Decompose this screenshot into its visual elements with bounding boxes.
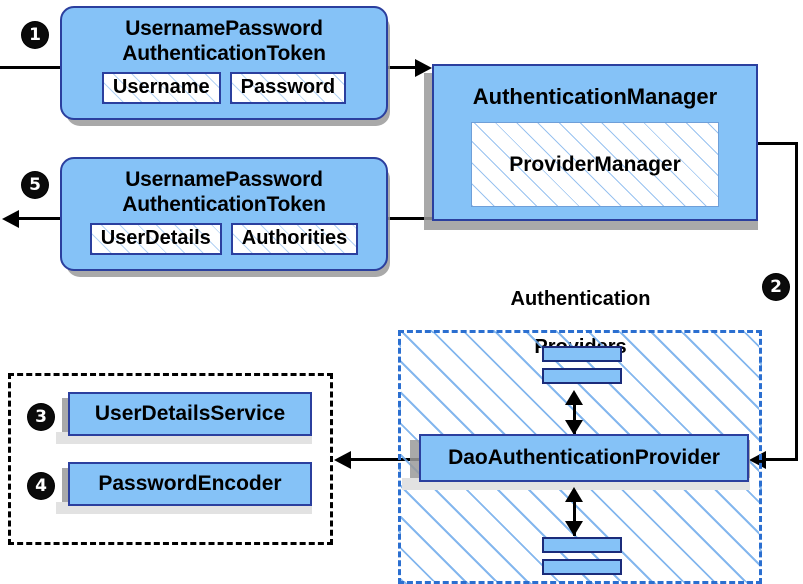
connector-manager-right [758, 142, 798, 145]
connector-outgoing-response [14, 217, 68, 220]
response-token-title: UsernamePassword AuthenticationToken [122, 167, 326, 217]
arrowhead-token-to-manager [415, 58, 432, 77]
step-bullet-1: 1 [22, 22, 48, 48]
dao-authentication-provider-label: DaoAuthenticationProvider [448, 446, 720, 469]
field-authorities: Authorities [230, 223, 359, 255]
connector-dao-to-support-beans [350, 458, 422, 461]
provider-manager-label: ProviderManager [509, 152, 681, 176]
password-encoder[interactable]: PasswordEncoder [68, 462, 312, 506]
request-token-title-line1: UsernamePassword [125, 17, 323, 40]
response-token-title-line2: AuthenticationToken [122, 193, 326, 216]
field-username: Username [101, 72, 221, 104]
provider-bar-top-2[interactable] [542, 368, 622, 384]
response-token[interactable]: UsernamePassword AuthenticationToken Use… [60, 157, 388, 271]
field-password: Password [229, 72, 347, 104]
provider-bar-top-1[interactable] [542, 346, 622, 362]
response-token-title-line1: UsernamePassword [125, 168, 323, 191]
request-token-title-line2: AuthenticationToken [122, 42, 326, 65]
connector-incoming-request [0, 66, 66, 69]
connector-manager-to-response-token [388, 217, 434, 220]
arrowhead-dao-to-support-beans [334, 450, 351, 469]
request-token[interactable]: UsernamePassword AuthenticationToken Use… [60, 6, 388, 120]
arrowhead-provider-bottom-down [565, 521, 583, 536]
field-user-details: UserDetails [89, 223, 222, 255]
step-bullet-3: 3 [28, 404, 54, 430]
step-bullet-2: 2 [763, 274, 789, 300]
request-token-fields: Username Password [101, 72, 347, 104]
arrowhead-provider-top-up [565, 390, 583, 405]
step-bullet-4: 4 [28, 473, 54, 499]
arrowhead-outgoing-response [2, 209, 19, 228]
authentication-providers-caption-line1: Authentication [510, 288, 651, 310]
password-encoder-label: PasswordEncoder [98, 472, 282, 495]
user-details-service-label: UserDetailsService [94, 402, 286, 425]
authentication-manager-label: AuthenticationManager [472, 84, 718, 109]
arrowhead-provider-bottom-up [565, 487, 583, 502]
request-token-title: UsernamePassword AuthenticationToken [122, 16, 326, 66]
user-details-service[interactable]: UserDetailsService [68, 392, 312, 436]
support-beans-group[interactable] [8, 373, 333, 545]
provider-bar-bottom-2[interactable] [542, 559, 622, 575]
dao-authentication-provider[interactable]: DaoAuthenticationProvider [419, 434, 749, 482]
provider-manager[interactable]: ProviderManager [471, 122, 719, 207]
arrowhead-provider-top-down [565, 420, 583, 435]
response-token-fields: UserDetails Authorities [89, 223, 359, 255]
connector-provider-bottom [573, 490, 576, 536]
connector-token-to-manager [388, 66, 424, 69]
connector-manager-down [795, 142, 798, 460]
step-bullet-5: 5 [22, 172, 48, 198]
provider-bar-bottom-1[interactable] [542, 537, 622, 553]
connector-into-dao-provider [762, 458, 798, 461]
authentication-manager[interactable]: AuthenticationManager ProviderManager [432, 64, 758, 221]
